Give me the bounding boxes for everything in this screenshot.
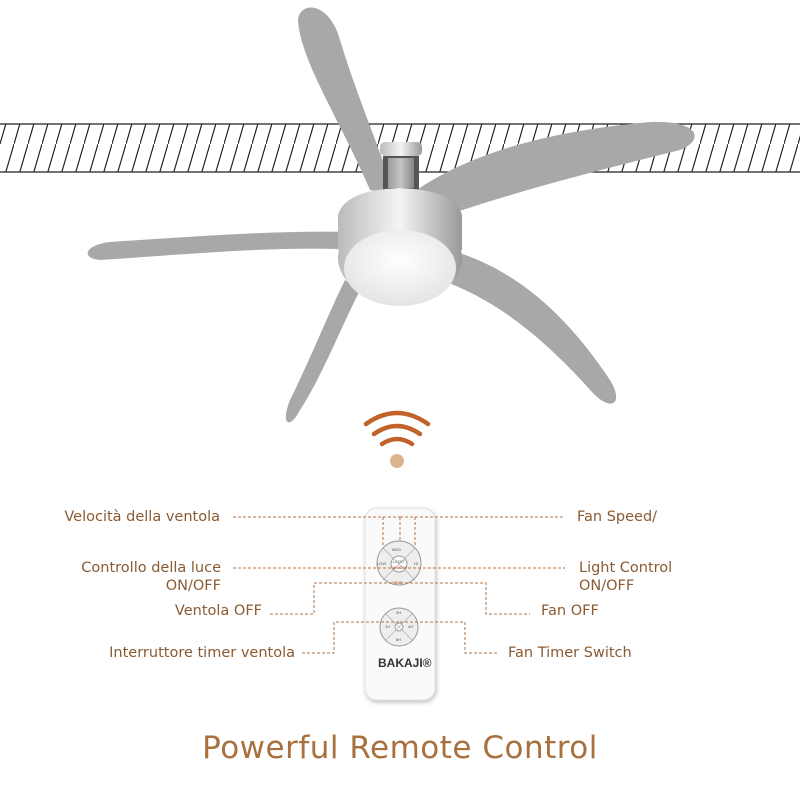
callout-lines: [233, 516, 565, 654]
timer-1h-button[interactable]: 1H: [385, 624, 391, 629]
low-button[interactable]: LOW: [377, 561, 387, 566]
label-timer-en: Fan Timer Switch: [508, 645, 632, 661]
fan-blade: [285, 280, 360, 423]
hi-button[interactable]: HI: [414, 561, 418, 566]
label-timer-it: Interruttore timer ventola: [109, 645, 295, 661]
fan-blade: [87, 231, 360, 260]
med-button[interactable]: MED: [392, 547, 401, 552]
label-light-control-it: Controllo della luce: [81, 560, 221, 576]
label-fan-speed-it: Velocità della ventola: [64, 509, 220, 525]
stop-button[interactable]: STOP: [392, 580, 403, 585]
label-fan-off-it: Ventola OFF: [174, 603, 262, 619]
light-button[interactable]: LIGHT: [393, 559, 405, 564]
timer-4h-button[interactable]: 4H: [408, 624, 414, 629]
fan-blade: [410, 121, 695, 225]
remote-control: [364, 507, 436, 701]
label-fan-speed-en: Fan Speed/: [577, 509, 658, 525]
label-light-onoff-en: ON/OFF: [579, 578, 635, 594]
brand-logo: BAKAJI®: [378, 656, 432, 670]
timer-2h-button[interactable]: 2H: [396, 610, 402, 615]
timer-8h-button[interactable]: 8H: [396, 637, 402, 642]
ceiling-fan: [87, 7, 695, 423]
light-onoff-label: ON/OFF: [392, 565, 408, 570]
fan-blade: [440, 250, 617, 404]
fan-blade: [298, 7, 395, 195]
label-light-onoff-it: ON/OFF: [165, 578, 221, 594]
label-light-control-en: Light Control: [579, 560, 673, 576]
label-fan-off-en: Fan OFF: [541, 603, 599, 619]
signal-icon: [363, 410, 431, 468]
page-title: Powerful Remote Control: [202, 730, 598, 766]
